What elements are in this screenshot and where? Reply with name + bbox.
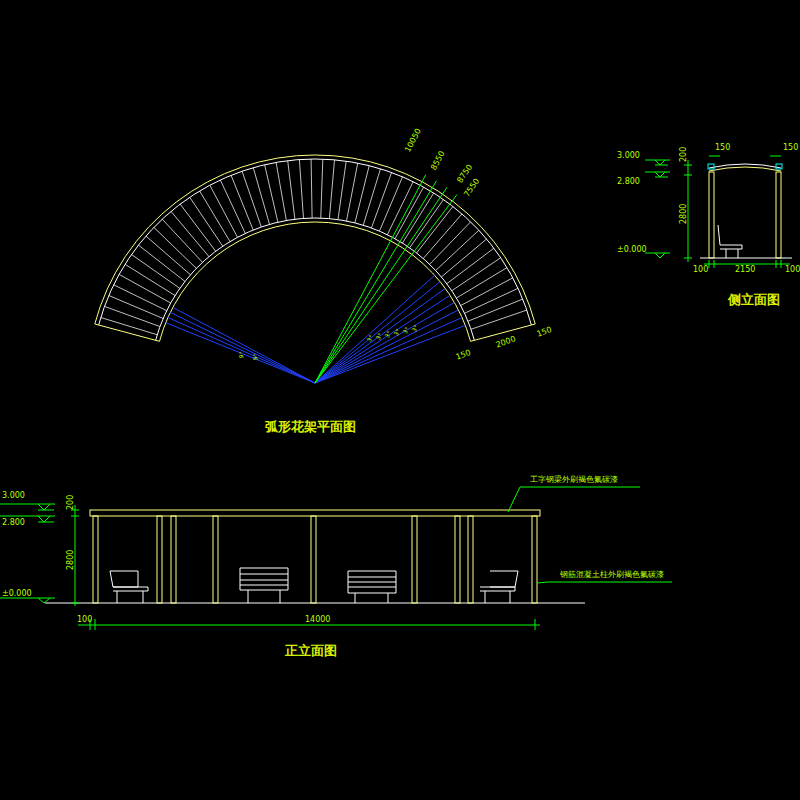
plan-line [265,165,278,222]
dimension-label: 3.000 [617,152,640,160]
plan-line [311,159,312,218]
dimension-label: 100 [693,266,708,274]
plan-arc [156,218,475,340]
plan-line [231,175,253,230]
plan-line [315,275,435,383]
view-title: 弧形花架平面图 [265,420,356,433]
dimension-label: 100 [785,266,800,274]
plan-line [329,160,334,219]
dimension-label: 3° [411,324,420,333]
plan-line [363,169,380,225]
dimension-label: ±0.000 [617,246,647,254]
plan-line [220,180,245,233]
dimension-label: 150 [715,144,730,152]
plan-line [105,306,160,326]
plan-line [346,163,357,221]
dimension-label: 100 [77,616,92,624]
dimension-label: 10050 [404,128,423,154]
plan-line [119,274,171,303]
plan-line [299,160,303,219]
plan-line [461,278,513,306]
dimension-label: 2.800 [617,178,640,186]
plan-line [95,324,160,341]
dimension-label: 3° [393,328,402,337]
dimension-label: 150 [783,144,798,152]
dimension-label: 钢筋混凝土柱外刷褐色氟碳漆 [560,571,664,579]
plan-line [379,177,402,231]
dimension-label: 8550 [430,150,447,172]
plan-line [456,268,507,298]
plan-line [315,181,437,383]
column [311,516,316,603]
plan-line [315,175,426,383]
plan-line [315,187,447,383]
plan-arc [159,222,470,341]
plan-line [168,318,315,383]
plan-line [471,310,527,329]
plan-line [210,185,238,237]
dimension-label: 2.800 [2,519,25,527]
column [171,516,176,603]
plan-line [166,323,315,383]
plan-line [371,173,391,228]
column [213,516,218,603]
dimension-label: 3° [366,334,375,343]
plan-arc [99,159,532,325]
view-title: 正立面图 [285,644,337,657]
dimension-label: 200 [67,495,75,510]
dimension-label: 7550 [463,177,481,198]
dimension-label: 3° [402,326,411,335]
plan-line [109,295,163,318]
dimension-label: 150 [536,326,553,339]
plan-line [170,312,315,383]
dimension-label: 9° [238,351,245,359]
column [455,516,460,603]
plan-line [321,159,323,218]
column [468,516,473,603]
plan-line [173,307,315,383]
dimension-label: 9° [252,353,259,361]
plan-view [95,155,535,383]
plan-line [288,161,295,220]
dimension-label: 200 [680,147,688,162]
plan-line [276,162,286,220]
column [412,516,417,603]
plan-arc [95,155,535,324]
dimension-label: 2000 [495,335,517,349]
plan-line [315,282,440,383]
column [157,516,162,603]
plan-line [200,191,230,242]
dimension-label: 2800 [67,550,75,570]
plan-line [338,161,346,219]
plan-line [242,171,261,227]
view-title: 侧立面图 [728,293,780,306]
dimension-label: 150 [455,349,472,362]
plan-line [315,195,457,383]
plan-line [395,187,424,239]
plan-line [315,288,445,383]
plan-line [315,325,465,383]
plan-line [468,299,523,321]
plan-line [114,285,167,311]
plan-line [465,288,518,313]
front-elevation [0,487,672,630]
dimension-label: 2800 [680,204,688,224]
dimension-label: ±0.000 [2,590,32,598]
column [93,516,98,603]
dimension-label: 3.000 [2,492,25,500]
side-elevation [645,156,792,268]
dimension-label: 工字钢梁外刷褐色氟碳漆 [530,476,618,484]
column [532,516,537,603]
dimension-label: 2150 [735,266,755,274]
plan-line [101,318,157,335]
dimension-label: 14000 [305,616,330,624]
